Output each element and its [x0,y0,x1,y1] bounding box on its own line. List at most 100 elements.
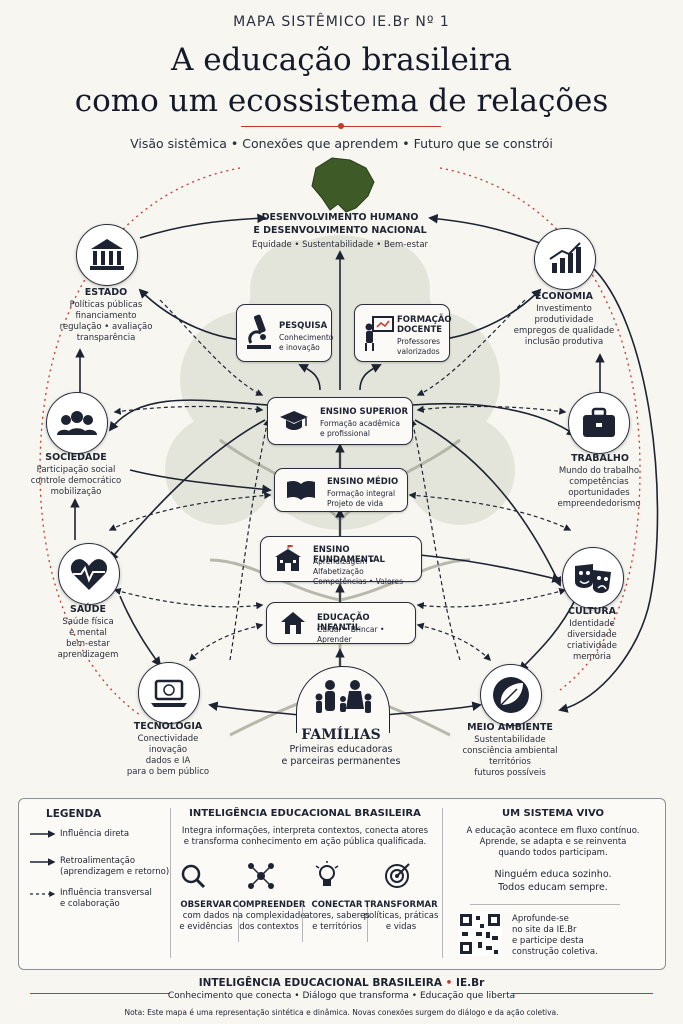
educacao-infantil-box: EDUCAÇÃO INFANTIL Cuidar • Brincar • Apr… [266,602,416,644]
growth-chart-icon [549,242,581,273]
leaf-icon [493,677,529,713]
footer-note: Nota: Este mapa é uma representação sint… [124,1008,559,1017]
vivo-desc: A educação acontece em fluxo contínuo.Ap… [466,826,640,858]
teacher-board-icon [365,316,394,351]
estado-node [76,224,138,286]
footer-line-right [513,993,653,994]
footer-brand: INTELIGÊNCIA EDUCACIONAL BRASILEIRA • IE… [198,977,485,989]
people-icon [57,411,97,435]
house-icon [281,612,305,634]
panel-divider-2 [442,808,443,958]
center-desc: Equidade • Sustentabilidade • Bem-estar [251,240,429,250]
target-icon [385,863,410,888]
cultura-node [562,547,624,609]
ensino-fundamental-title: ENSINO FUNDAMENTAL [313,545,385,565]
bank-icon [90,239,124,270]
vivo-quote: Ninguém educa sozinho.Todos educam sempr… [494,869,612,893]
ensino-medio-title: ENSINO MÉDIO [327,477,399,487]
magnifier-icon [181,864,206,889]
page-title-line2: como um ecossistema de relações [74,83,609,119]
intel-desc: Integra informações, interpreta contexto… [181,826,429,847]
network-icon [248,863,274,889]
estado-title: ESTADO [84,287,128,298]
qr-code-icon[interactable] [458,912,502,956]
tecnologia-node [138,662,200,724]
brazil-map-icon [311,157,375,213]
cultura-title: CULTURA [567,606,617,617]
saude-node [58,543,120,605]
meio-ambiente-node [480,664,542,726]
educacao-infantil-title: EDUCAÇÃO INFANTIL [317,613,370,633]
vivo-heading: UM SISTEMA VIVO [501,808,605,819]
kicker: MAPA SISTÊMICO IE.Br Nº 1 [233,14,450,30]
ensino-superior-title: ENSINO SUPERIOR [320,407,409,417]
outer-ring-left [39,167,241,716]
saude-title: SAÚDE [70,604,106,615]
intel-step-icons [181,861,410,889]
trabalho-title: TRABALHO [571,453,629,464]
sociedade-node [46,392,108,454]
subtitle: Visão sistêmica • Conexões que aprendem … [130,136,553,151]
ensino-fundamental-box: ENSINO FUNDAMENTAL Aprendizagem • Alfabe… [260,536,422,586]
economia-title: ECONOMIA [535,291,593,302]
legend-item-feedback: Retroalimentação(aprendizagem e retorno) [60,856,170,877]
meio-ambiente-title: MEIO AMBIENTE [467,722,553,733]
lightbulb-icon [315,861,339,886]
legend-item-direct: Influência direta [60,829,130,839]
educacao-infantil-desc: Cuidar • Brincar • Aprender [317,625,385,644]
step-divider [238,902,239,942]
title-divider-dot [338,123,344,129]
panel-divider-1 [170,808,171,958]
graduation-cap-icon [280,411,308,430]
page-title-line1: A educação brasileira [170,42,513,78]
info-panel [18,798,666,970]
pesquisa-title: PESQUISA [279,321,328,331]
center-title-line2: E DESENVOLVIMENTO NACIONAL [253,225,427,236]
trabalho-node [568,392,630,454]
familias-title: FAMÍLIAS [301,727,381,743]
footer-tagline: Conhecimento que conecta • Diálogo que t… [167,991,516,1001]
legend-heading: LEGENDA [46,808,102,820]
step-divider [367,902,368,942]
intel-heading: INTELIGÊNCIA EDUCACIONAL BRASILEIRA [189,808,421,819]
family-icon [315,680,372,713]
footer-line-left [30,993,170,994]
theater-masks-icon [575,564,611,594]
briefcase-icon [583,407,615,437]
economia-node [534,228,596,290]
step-divider [302,902,303,942]
transversal-arrows [108,299,572,662]
center-title-line1: DESENVOLVIMENTO HUMANO [261,212,419,223]
open-book-icon [287,480,315,500]
heart-icon [70,559,108,590]
school-building-icon [275,545,301,571]
sociedade-title: SOCIEDADE [45,452,107,463]
direct-influence-arrows [70,213,659,716]
legend-arrows [30,830,56,897]
formacao-title-line1: FORMAÇÃO [397,315,452,325]
